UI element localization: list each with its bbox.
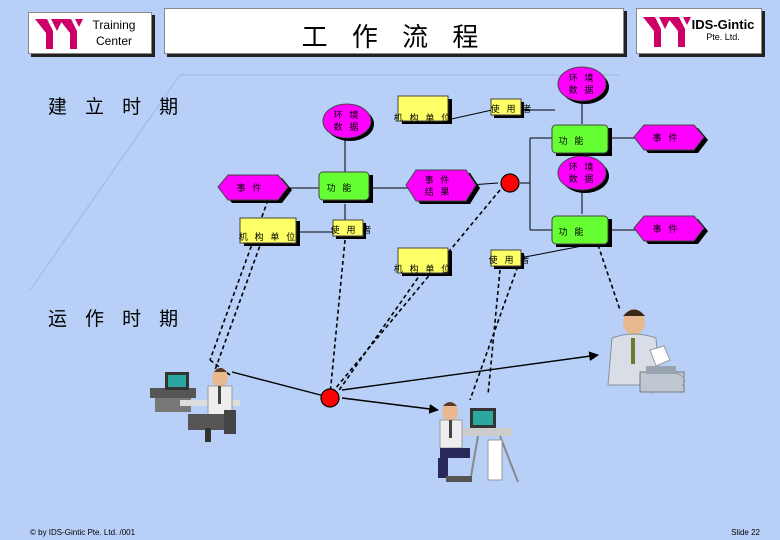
company-name: IDS-Gintic — [691, 17, 755, 32]
org-unit-label: 机 构 单 位 — [394, 112, 453, 124]
flow-arrow — [341, 351, 599, 391]
event-node — [633, 124, 708, 153]
env-data-label: 环 境数 据 — [334, 109, 361, 133]
event-label: 事 件 — [653, 223, 680, 235]
slide-number: Slide 22 — [731, 528, 760, 537]
connector-node — [500, 173, 520, 193]
org-unit-label: 机 构 单 位 — [394, 263, 453, 275]
businessman-icon — [607, 309, 686, 396]
env-data-node — [322, 103, 374, 141]
env-data-node — [557, 155, 609, 193]
event-result-label: 事 件结 果 — [425, 174, 452, 198]
function-label: 功 能 — [559, 135, 586, 147]
user-node — [490, 249, 524, 269]
function-node — [551, 124, 612, 156]
env-data-label: 环 境数 据 — [569, 161, 596, 185]
office-worker-icon — [438, 402, 519, 483]
page-title: 工 作 流 程 — [301, 23, 487, 53]
connector-node — [320, 388, 340, 408]
training-center-logo-box: Training Center — [28, 12, 152, 54]
run-period-label: 运 作 时 期 — [48, 308, 185, 330]
user-node — [490, 98, 524, 118]
title-box: 工 作 流 程 — [164, 8, 624, 54]
function-node — [551, 215, 612, 247]
org-unit-node — [239, 217, 300, 246]
function-node — [318, 171, 373, 203]
org-unit-node — [397, 247, 452, 276]
event-label: 事 件 — [653, 132, 680, 144]
center-label: Center — [95, 34, 133, 48]
user-label: 使 用 者 — [491, 103, 534, 115]
yy-logo-icon — [35, 19, 83, 49]
org-unit-label: 机 构 单 位 — [239, 231, 298, 243]
function-label: 功 能 — [327, 182, 354, 194]
yy-logo-icon — [643, 17, 691, 47]
env-data-node — [557, 66, 609, 104]
event-node — [633, 215, 708, 244]
env-data-label: 环 境数 据 — [569, 72, 596, 96]
perspective-line — [29, 74, 181, 291]
office-worker-icon — [150, 368, 240, 442]
event-node — [217, 174, 292, 203]
ids-gintic-logo-box: IDS-Gintic Pte. Ltd. — [636, 8, 762, 54]
training-label: Training — [92, 18, 136, 32]
function-label: 功 能 — [559, 226, 586, 238]
event-result-node — [405, 169, 480, 204]
solid-connectors — [290, 101, 640, 259]
flow-arrow — [231, 371, 333, 401]
user-label: 使 用 者 — [489, 254, 532, 266]
company-suffix: Pte. Ltd. — [706, 32, 740, 42]
user-label: 使 用 者 — [331, 224, 374, 236]
user-node — [332, 219, 366, 239]
build-period-label: 建 立 时 期 — [48, 96, 185, 118]
copyright-footer: © by IDS-Gintic Pte. Ltd. /001 — [30, 528, 136, 537]
flow-arrow — [341, 397, 439, 414]
org-unit-node — [397, 95, 452, 124]
event-label: 事 件 — [237, 182, 264, 194]
